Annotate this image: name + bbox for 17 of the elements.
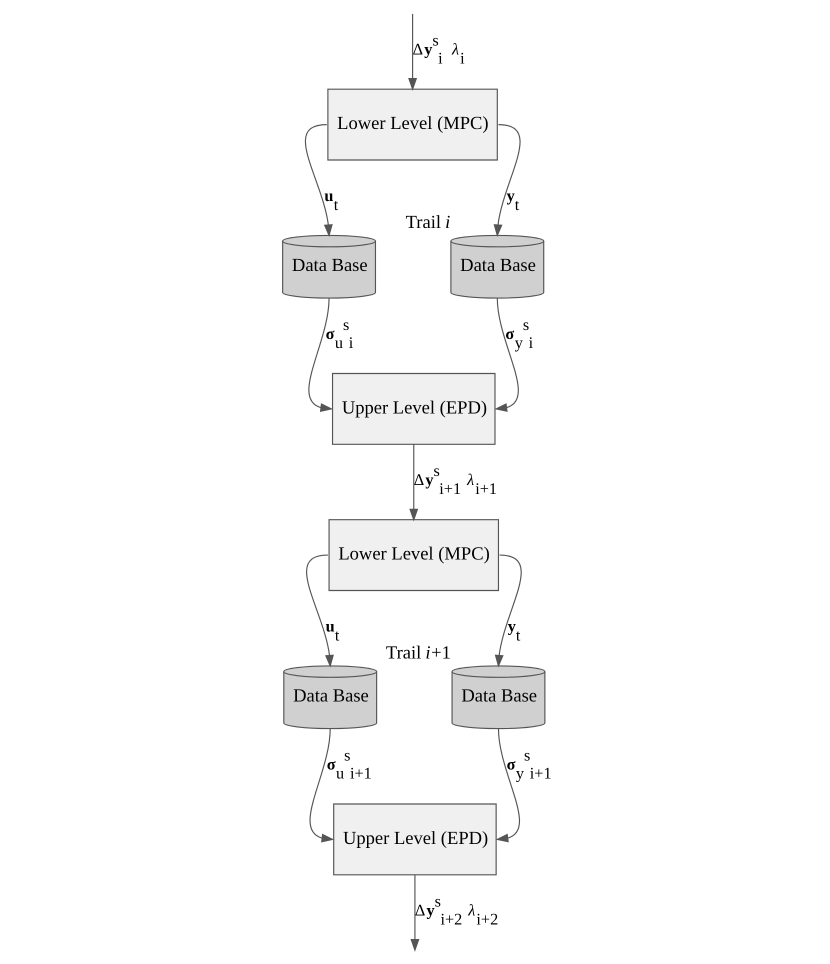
arrow bbox=[408, 14, 417, 91]
arrow bbox=[308, 298, 333, 412]
arrow bbox=[495, 728, 520, 842]
node-label: Trail i bbox=[405, 212, 450, 234]
node-box: Lower Level (MPC) bbox=[326, 88, 498, 161]
arrow bbox=[304, 124, 332, 238]
arrow bbox=[309, 728, 334, 842]
arrow bbox=[408, 444, 418, 522]
node-box: Upper Level (EPD) bbox=[332, 803, 496, 876]
arrow bbox=[493, 124, 520, 238]
node-box: Upper Level (EPD) bbox=[331, 372, 496, 445]
node-box: Lower Level (MPC) bbox=[328, 519, 499, 592]
arrow bbox=[494, 298, 518, 412]
node-label: Trail i+1 bbox=[385, 642, 450, 664]
arrow bbox=[494, 554, 522, 668]
arrow bbox=[306, 554, 334, 668]
arrow bbox=[410, 874, 419, 952]
